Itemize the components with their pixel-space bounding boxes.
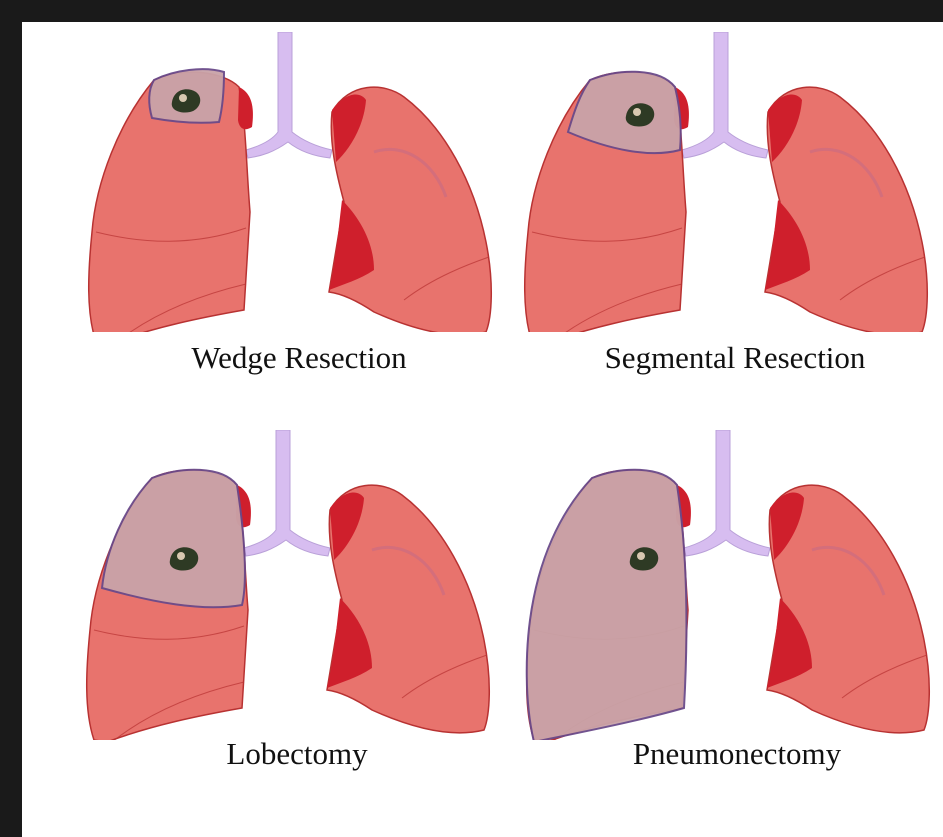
panel-pneumonectomy: Pneumonectomy (512, 430, 943, 830)
caption-wedge-resection: Wedge Resection (74, 340, 524, 376)
lung-illustration (74, 32, 504, 332)
lung-illustration (512, 430, 942, 740)
figure-frame: Wedge Resection Segmental Resection Lobe… (22, 22, 943, 837)
panel-wedge-resection: Wedge Resection (74, 32, 524, 432)
caption-pneumonectomy: Pneumonectomy (512, 736, 943, 772)
trachea-icon (246, 32, 332, 158)
caption-segmental-resection: Segmental Resection (510, 340, 943, 376)
lungs-group (525, 32, 928, 332)
resected-region (102, 470, 245, 608)
trachea-icon (684, 430, 770, 556)
lungs-group (527, 430, 930, 740)
caption-lobectomy: Lobectomy (72, 736, 522, 772)
resected-region (527, 470, 687, 740)
lung-illustration (510, 32, 940, 332)
lungs-group (87, 430, 490, 740)
panel-segmental-resection: Segmental Resection (510, 32, 943, 432)
trachea-icon (682, 32, 768, 158)
trachea-icon (244, 430, 330, 556)
lung-illustration (72, 430, 502, 740)
right-lung-mediastinal-surface (238, 87, 253, 129)
lungs-group (89, 32, 492, 332)
panel-lobectomy: Lobectomy (72, 430, 522, 830)
